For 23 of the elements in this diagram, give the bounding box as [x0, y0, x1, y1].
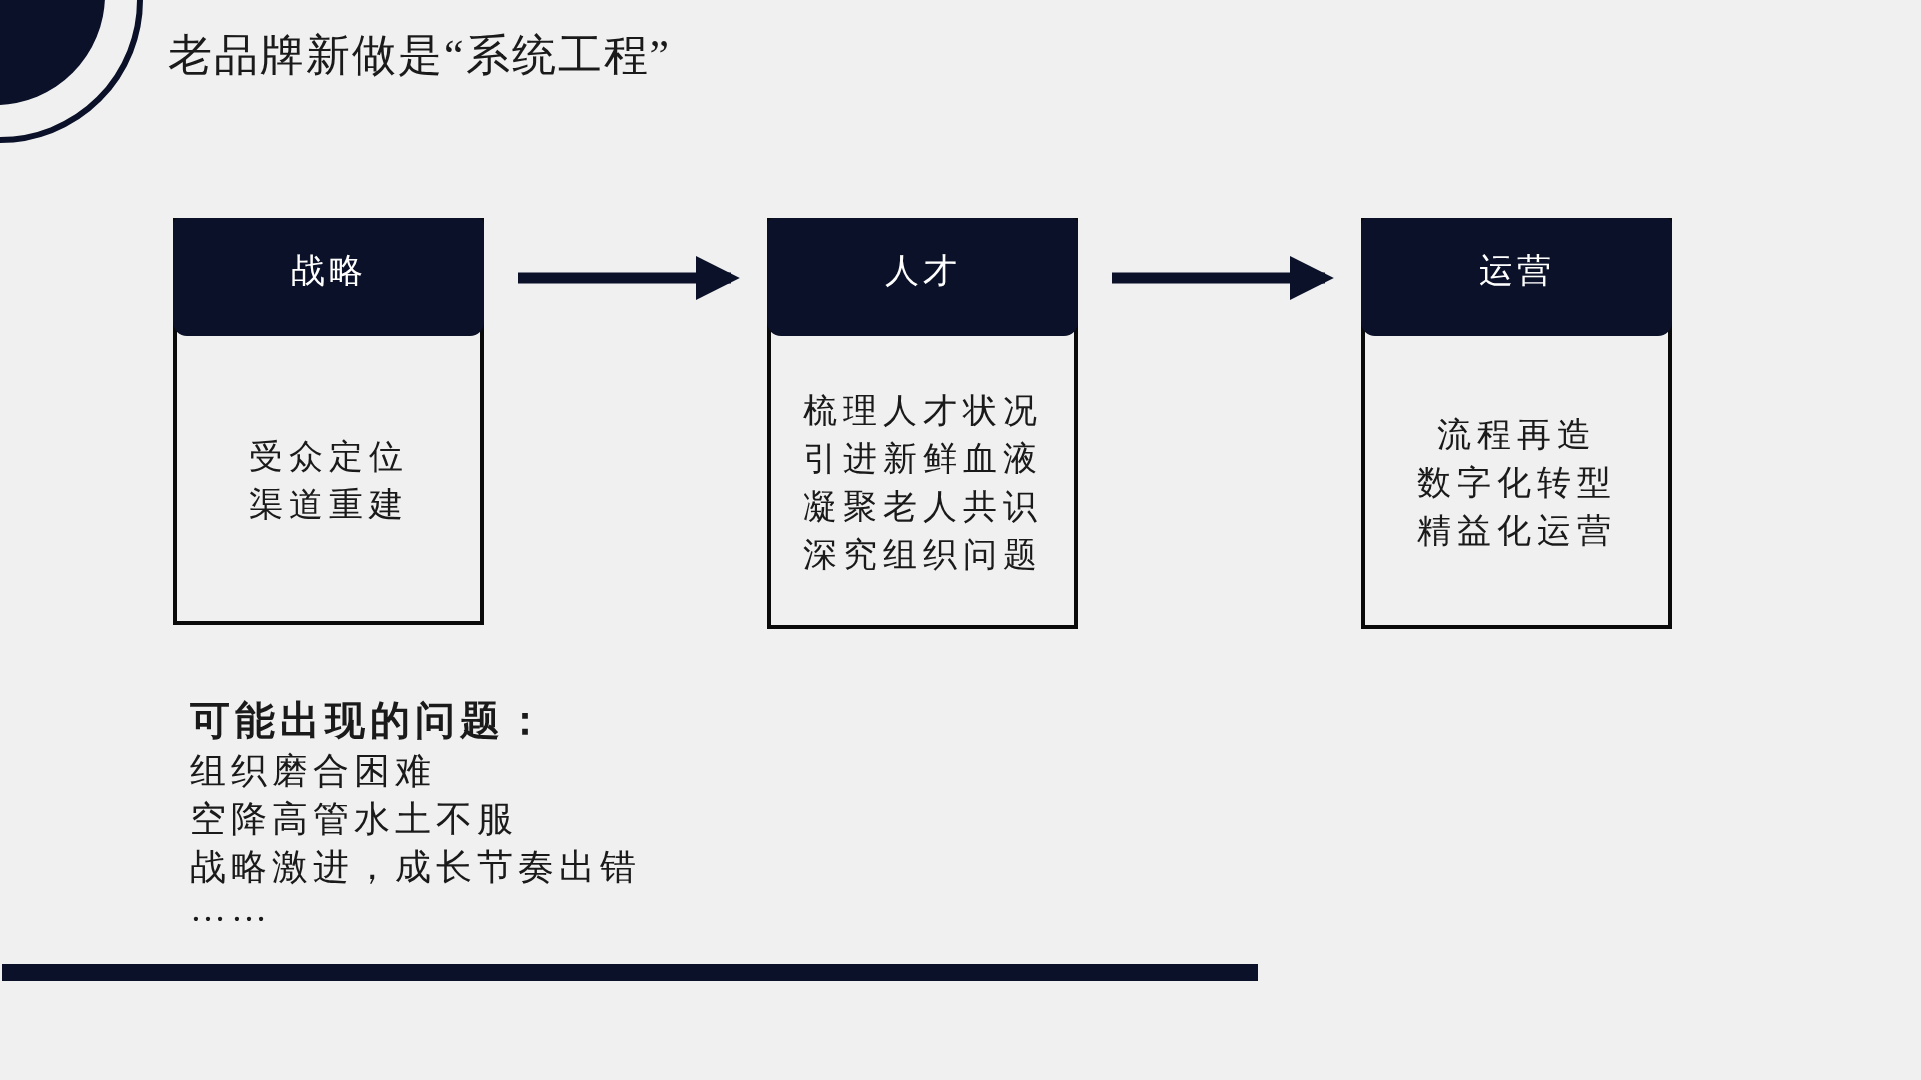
- list-item: 空降高管水土不服: [190, 798, 518, 841]
- card-header: 人才: [767, 218, 1078, 336]
- card-header: 战略: [173, 218, 484, 336]
- list-item: 引进新鲜血液: [802, 438, 1043, 479]
- process-card: [1361, 218, 1672, 629]
- arrow: [1112, 256, 1334, 300]
- section-heading: 可能出现的问题：: [190, 697, 550, 745]
- card-header: 运营: [1361, 218, 1672, 336]
- list-item: 梳理人才状况: [802, 390, 1043, 431]
- list-item: 流程再造: [1436, 414, 1597, 455]
- list-item: 渠道重建: [248, 484, 409, 525]
- process-card: [767, 218, 1078, 629]
- list-item: 受众定位: [248, 436, 409, 477]
- list-item: 精益化运营: [1416, 510, 1617, 551]
- list-item: 深究组织问题: [802, 534, 1043, 575]
- slide-title: 老品牌新做是“系统工程”: [168, 30, 672, 82]
- process-card: [173, 218, 484, 625]
- list-item: 凝聚老人共识: [802, 486, 1043, 527]
- list-item: 组织磨合困难: [190, 750, 436, 793]
- list-item: 战略激进，成长节奏出错: [190, 846, 641, 889]
- list-item: 数字化转型: [1416, 462, 1617, 503]
- list-item: ……: [190, 888, 272, 930]
- arrow: [518, 256, 740, 300]
